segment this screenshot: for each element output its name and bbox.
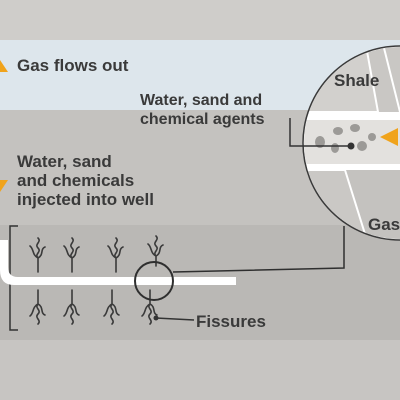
shale-label: Shale — [334, 71, 380, 90]
gas-out-arrow — [0, 60, 8, 72]
fissures-leader-dot — [153, 315, 159, 321]
injection-arrow — [0, 180, 8, 192]
zoom-flow-arrow — [380, 128, 398, 146]
agents-leader-dot — [347, 142, 355, 150]
gas-flows-out-label: Gas flows out — [17, 56, 129, 75]
magnifier-connector — [172, 226, 345, 273]
agents-label-line-1: Water, sand and — [140, 92, 263, 109]
deep-rock-layer — [0, 340, 400, 400]
injection-label-line-2: and chemicals — [17, 171, 135, 190]
gas-partial-label: Gas — [368, 215, 400, 234]
agents-label: Water, sand and chemical agents — [140, 91, 300, 129]
magnifier-small-circle — [134, 261, 174, 301]
lower-fissures — [29, 289, 158, 325]
surface-layer — [0, 0, 400, 40]
well-pipe — [0, 240, 236, 285]
fissures-leader-line — [155, 317, 195, 321]
agents-label-line-2: chemical agents — [140, 111, 265, 128]
fissures-label: Fissures — [196, 312, 266, 331]
injection-label-line-1: Water, sand — [17, 152, 112, 171]
injection-label: Water, sand and chemicals injected into … — [17, 152, 197, 209]
injection-label-line-3: injected into well — [17, 190, 154, 209]
agents-leader-line — [289, 118, 351, 147]
upper-fissures — [29, 235, 164, 273]
